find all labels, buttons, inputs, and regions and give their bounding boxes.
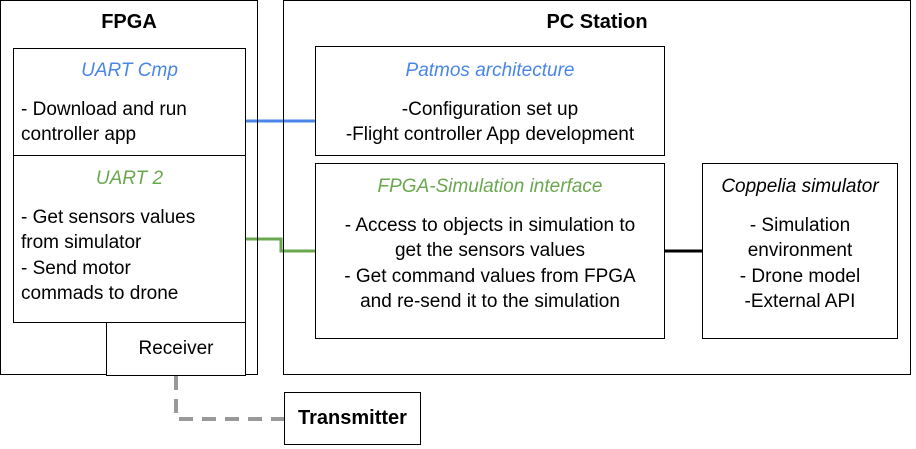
coppelia-line-3: - Drone model bbox=[739, 266, 861, 287]
coppelia-title: Coppelia simulator bbox=[721, 176, 879, 197]
uart2-line-2: from simulator bbox=[21, 232, 142, 253]
receiver-box bbox=[106, 322, 246, 376]
coppelia-line-1: - Simulation bbox=[749, 215, 851, 236]
uart2-line-4: commads to drone bbox=[21, 283, 179, 304]
uart2-to-fpga-sim-link bbox=[245, 237, 315, 253]
fpga-sim-interface-box bbox=[315, 163, 665, 339]
uart-cmp-title: UART Cmp bbox=[81, 60, 178, 81]
fpga-sim-line-3: - Get command values from FPGA bbox=[344, 266, 636, 287]
patmos-line-2: -Flight controller App development bbox=[345, 124, 635, 145]
uart-cmp-line-2: controller app bbox=[21, 124, 137, 145]
transmitter-label: Transmitter bbox=[298, 407, 407, 429]
fpga-sim-line-1: - Access to objects in simulation to bbox=[344, 215, 636, 236]
fpga-sim-title: FPGA-Simulation interface bbox=[377, 176, 603, 197]
pc-station-title: PC Station bbox=[546, 11, 648, 33]
transmitter-box bbox=[284, 392, 421, 445]
patmos-line-1: -Configuration set up bbox=[401, 99, 579, 120]
patmos-box bbox=[315, 46, 665, 156]
pc-station-container bbox=[283, 0, 911, 375]
fpga-sim-line-2: get the sensors values bbox=[394, 240, 586, 261]
coppelia-box bbox=[702, 163, 898, 339]
receiver-to-transmitter-link bbox=[174, 376, 284, 421]
patmos-title: Patmos architecture bbox=[405, 60, 575, 81]
uart-cmp-line-1: - Download and run bbox=[21, 99, 187, 120]
uart2-title: UART 2 bbox=[95, 168, 164, 189]
fpga-sim-line-4: and re-send it to the simulation bbox=[360, 291, 620, 312]
uart2-line-1: - Get sensors values bbox=[21, 207, 196, 228]
receiver-label: Receiver bbox=[138, 338, 214, 359]
fpga-title: FPGA bbox=[101, 11, 157, 33]
uart2-line-3: - Send motor bbox=[21, 258, 131, 279]
coppelia-line-2: environment bbox=[747, 240, 853, 261]
coppelia-line-4: -External API bbox=[744, 291, 856, 312]
